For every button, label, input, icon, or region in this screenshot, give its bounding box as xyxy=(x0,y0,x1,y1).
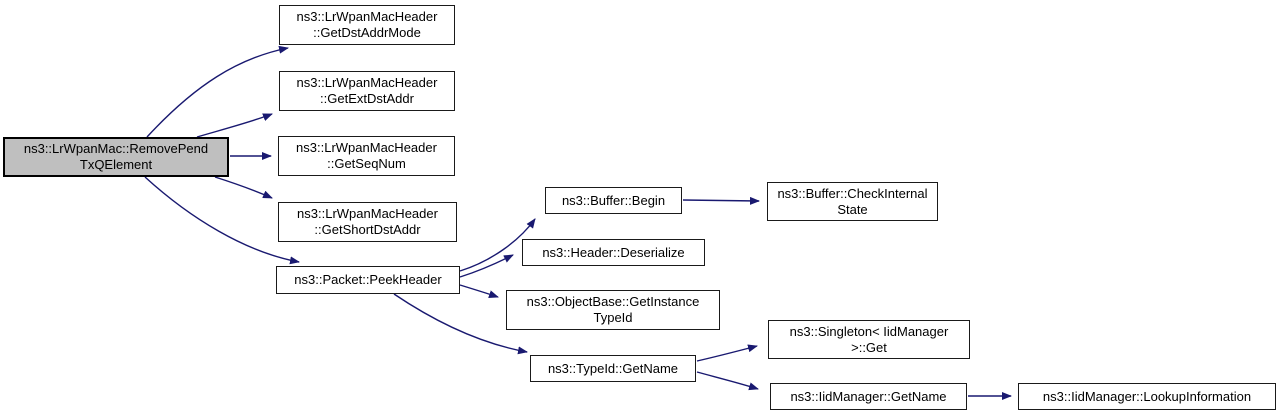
node-label: >::Get xyxy=(851,339,887,355)
node-label: ns3::Buffer::Begin xyxy=(561,192,666,208)
edge-removepend-to-peekheader xyxy=(144,176,300,265)
graph-node-removependtxqelement[interactable]: ns3::LrWpanMac::RemovePend TxQElement xyxy=(3,137,229,177)
node-label: TypeId xyxy=(593,310,633,325)
graph-node-lookupinformation[interactable]: ns3::IidManager::LookupInformation xyxy=(1018,383,1276,410)
node-label: ns3::ObjectBase::GetInstance xyxy=(526,294,700,309)
edge-peekheader-to-bufferbegin xyxy=(459,218,536,272)
edge-removepend-to-getextdstaddr xyxy=(196,113,273,138)
node-label: ns3::LrWpanMac::RemovePend xyxy=(23,141,209,156)
node-label: TxQElement xyxy=(79,157,153,172)
edge-typeidgetname-to-singletonget xyxy=(696,344,758,362)
graph-node-singletonget[interactable]: ns3::Singleton< IidManager >::Get xyxy=(768,320,970,359)
graph-node-getseqnum[interactable]: ns3::LrWpanMacHeader ::GetSeqNum xyxy=(278,136,455,176)
edge-removepend-to-getdstaddrmode xyxy=(146,45,289,138)
edge-peekheader-to-typeidgetname xyxy=(393,293,528,355)
node-label: ns3::IidManager::GetName xyxy=(790,388,947,404)
graph-node-peekheader[interactable]: ns3::Packet::PeekHeader xyxy=(276,266,460,294)
graph-node-typeidgetname[interactable]: ns3::TypeId::GetName xyxy=(530,355,696,382)
graph-node-getinstancetypeid[interactable]: ns3::ObjectBase::GetInstance TypeId xyxy=(506,290,720,330)
graph-node-getshortdstaddr[interactable]: ns3::LrWpanMacHeader ::GetShortDstAddr xyxy=(278,202,457,242)
graph-node-headerdeserialize[interactable]: ns3::Header::Deserialize xyxy=(522,239,705,266)
graph-node-getdstaddrmode[interactable]: ns3::LrWpanMacHeader ::GetDstAddrMode xyxy=(279,5,455,45)
edge-peekheader-to-getinstancetypeid xyxy=(459,284,499,298)
graph-node-checkinternalstate[interactable]: ns3::Buffer::CheckInternal State xyxy=(767,182,938,221)
node-label: ::GetShortDstAddr xyxy=(314,222,421,237)
edge-typeidgetname-to-iidmanagergetname xyxy=(696,371,759,391)
edge-bufferbegin-to-checkinternalstate xyxy=(682,196,760,205)
node-label: ns3::LrWpanMacHeader xyxy=(296,75,438,90)
node-label: ns3::Singleton< IidManager xyxy=(789,323,949,339)
graph-node-bufferbegin[interactable]: ns3::Buffer::Begin xyxy=(545,187,682,214)
node-label: ns3::Header::Deserialize xyxy=(542,244,685,260)
node-label: ns3::Packet::PeekHeader xyxy=(294,272,442,287)
node-label: ::GetSeqNum xyxy=(327,156,406,171)
node-label: ::GetDstAddrMode xyxy=(313,25,421,40)
node-label: ::GetExtDstAddr xyxy=(320,91,414,106)
node-label: ns3::IidManager::LookupInformation xyxy=(1042,388,1252,404)
node-label: ns3::LrWpanMacHeader xyxy=(296,140,437,155)
node-label: ns3::TypeId::GetName xyxy=(547,360,679,376)
graph-node-getextdstaddr[interactable]: ns3::LrWpanMacHeader ::GetExtDstAddr xyxy=(279,71,455,111)
node-label: ns3::LrWpanMacHeader xyxy=(297,206,438,221)
node-label: ns3::LrWpanMacHeader xyxy=(296,9,438,24)
edge-peekheader-to-deserialize xyxy=(459,254,514,278)
graph-node-iidmanagergetname[interactable]: ns3::IidManager::GetName xyxy=(770,383,967,410)
node-label: ns3::Buffer::CheckInternal xyxy=(777,185,928,201)
edge-removepend-to-getshortdstaddr xyxy=(214,176,273,199)
node-label: State xyxy=(837,201,868,217)
